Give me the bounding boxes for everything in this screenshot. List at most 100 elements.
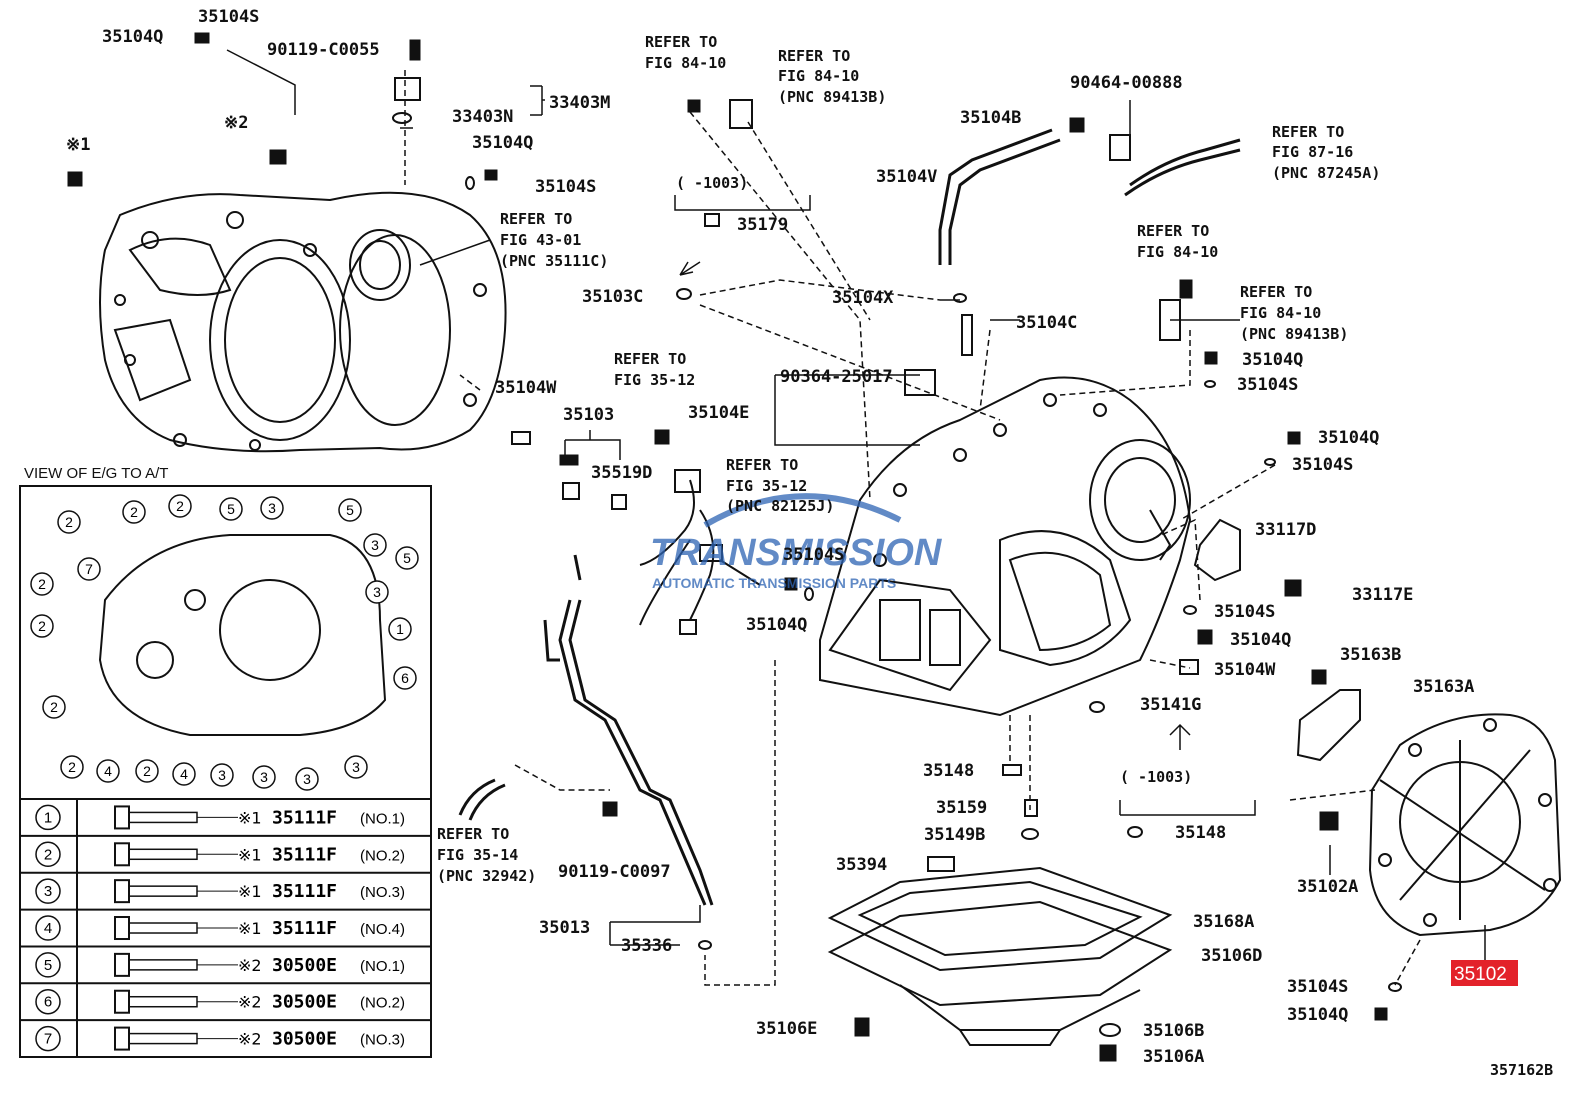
ref-line[interactable]: REFER TO: [500, 210, 572, 228]
inset-callout-circle: [260, 496, 284, 520]
row-part-number[interactable]: 30500E: [272, 955, 337, 976]
ref-line[interactable]: FIG 84-10: [1137, 243, 1218, 261]
part-label[interactable]: 35106B: [1143, 1021, 1204, 1041]
inset-callout-number: 2: [130, 504, 138, 520]
part-label[interactable]: 35104S: [198, 7, 259, 27]
part-label[interactable]: 35336: [621, 936, 672, 956]
part-label[interactable]: 35104Q: [1230, 630, 1291, 650]
part-label[interactable]: 33403N: [452, 107, 513, 127]
part-label[interactable]: 35102A: [1297, 877, 1358, 897]
part-label[interactable]: 35149B: [924, 825, 985, 845]
part-label[interactable]: 35519D: [591, 463, 652, 483]
part-label[interactable]: 35104Q: [102, 27, 163, 47]
part-label[interactable]: 35104X: [832, 288, 894, 308]
part-label[interactable]: 35104W: [495, 378, 557, 398]
row-mark: ※1: [238, 808, 262, 827]
ref-line[interactable]: REFER TO: [614, 350, 686, 368]
row-number-circle: [35, 988, 61, 1015]
ref-line[interactable]: FIG 84-10: [1240, 304, 1321, 322]
part-label[interactable]: 90119-C0097: [558, 862, 671, 882]
ref-line[interactable]: REFER TO: [645, 33, 717, 51]
part-label[interactable]: 35104Q: [746, 615, 807, 635]
part-label[interactable]: 35104S: [1292, 455, 1353, 475]
part-label[interactable]: 35179: [737, 215, 788, 235]
ref-line[interactable]: (PNC 35111C): [500, 252, 608, 270]
part-label[interactable]: 35104Q: [1318, 428, 1379, 448]
part-label[interactable]: 35104S: [1214, 602, 1275, 622]
row-number-circle: [35, 841, 61, 868]
part-label[interactable]: 35168A: [1193, 912, 1254, 932]
part-label[interactable]: 35148: [923, 761, 974, 781]
ref-line[interactable]: (PNC 89413B): [1240, 325, 1348, 343]
part-label[interactable]: 35394: [836, 855, 887, 875]
inset-title: VIEW OF E/G TO A/T: [24, 465, 168, 482]
part-label[interactable]: 35104S: [1237, 375, 1298, 395]
ref-line[interactable]: FIG 43-01: [500, 231, 581, 249]
part-label[interactable]: 35104Q: [1242, 350, 1303, 370]
part-label[interactable]: 35104S: [783, 545, 844, 565]
ref-line[interactable]: REFER TO: [1137, 222, 1209, 240]
part-label[interactable]: 35104Q: [472, 133, 533, 153]
part-label[interactable]: 35163A: [1413, 677, 1474, 697]
highlighted-part-label[interactable]: 35102: [1454, 964, 1507, 985]
row-part-number[interactable]: 35111F: [272, 807, 337, 828]
part-label[interactable]: 35106E: [756, 1019, 817, 1039]
part-label[interactable]: 35103C: [582, 287, 643, 307]
part-label[interactable]: 90464-00888: [1070, 73, 1183, 93]
part-label[interactable]: 35104E: [688, 403, 749, 423]
part-label[interactable]: 35148: [1175, 823, 1226, 843]
part-label[interactable]: 35104Q: [1287, 1005, 1348, 1025]
part-label[interactable]: 35104V: [876, 167, 937, 187]
part-label[interactable]: 35104W: [1214, 660, 1276, 680]
row-part-number[interactable]: 35111F: [272, 881, 337, 902]
part-label[interactable]: 90119-C0055: [267, 40, 380, 60]
inset-callout-circle: [365, 580, 389, 604]
ref-line[interactable]: REFER TO: [437, 825, 509, 843]
ref-line[interactable]: (PNC 32942): [437, 867, 536, 885]
ref-line[interactable]: (PNC 87245A): [1272, 164, 1380, 182]
part-label[interactable]: 35104S: [1287, 977, 1348, 997]
row-part-number[interactable]: 35111F: [272, 844, 337, 865]
ref-line[interactable]: FIG 84-10: [645, 54, 726, 72]
part-label[interactable]: 35104S: [535, 177, 596, 197]
row-number-circle: [35, 952, 61, 978]
ref-line[interactable]: REFER TO: [778, 47, 850, 65]
part-label[interactable]: 35163B: [1340, 645, 1401, 665]
ref-line[interactable]: FIG 35-12: [726, 477, 807, 495]
ref-line[interactable]: (PNC 82125J): [726, 497, 834, 515]
part-label[interactable]: 33117D: [1255, 520, 1316, 540]
part-label[interactable]: 35106D: [1201, 946, 1262, 966]
part-label[interactable]: 35104B: [960, 108, 1021, 128]
ref-line[interactable]: (PNC 89413B): [778, 88, 886, 106]
row-number-circle: [35, 804, 61, 831]
part-label[interactable]: 90364-25017: [780, 367, 893, 387]
part-label[interactable]: 33403M: [549, 93, 610, 113]
row-part-number[interactable]: 30500E: [272, 1029, 337, 1050]
part-label[interactable]: 35141G: [1140, 695, 1201, 715]
row-part-number[interactable]: 30500E: [272, 992, 337, 1013]
ref-line[interactable]: REFER TO: [1240, 283, 1312, 301]
inset-callout-number: 3: [373, 584, 381, 600]
ref-line[interactable]: FIG 84-10: [778, 67, 859, 85]
ref-line[interactable]: FIG 35-14: [437, 846, 518, 864]
row-part-number[interactable]: 35111F: [272, 918, 337, 939]
ref-line[interactable]: REFER TO: [1272, 123, 1344, 141]
part-label[interactable]: 33117E: [1352, 585, 1413, 605]
ref-line[interactable]: FIG 87-16: [1272, 143, 1353, 161]
part-label[interactable]: 35159: [936, 798, 987, 818]
bolt-shank-icon: [128, 995, 198, 1008]
ref-line[interactable]: REFER TO: [726, 456, 798, 474]
part-label[interactable]: 35104C: [1016, 313, 1077, 333]
ref-line[interactable]: FIG 35-12: [614, 371, 695, 389]
part-label[interactable]: 35013: [539, 918, 590, 938]
part-label[interactable]: 35103: [563, 405, 614, 425]
part-label[interactable]: 35106A: [1143, 1047, 1204, 1067]
